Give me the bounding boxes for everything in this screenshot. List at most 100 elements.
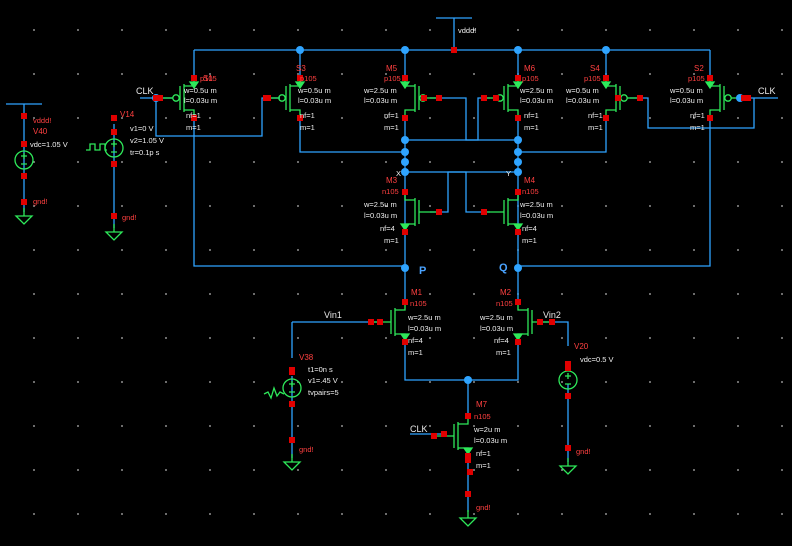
device-name-s1: S1 [203,74,213,83]
m5-model: p105 [384,74,401,83]
pin-12 [493,95,499,101]
m6-nf: nf=1 [524,111,539,120]
m5-l: l=0.03u m [364,96,397,105]
m1-w: w=2.5u m [407,313,441,322]
junction-dot-6 [401,148,409,156]
s2-m: m=1 [690,123,705,132]
m2-m: m=1 [496,348,511,357]
pin-9 [153,95,159,101]
junction-dot-13 [514,264,522,272]
s3-model: p105 [300,74,317,83]
pin-11 [421,95,427,101]
m2-nf: nf=4 [494,336,509,345]
m4-nf: nf=4 [522,224,537,233]
net-label-q: Q [499,262,508,274]
m3-source-pin [402,229,408,235]
v14-gnd-label: gnd! [122,213,137,222]
m5-m: m=1 [384,123,399,132]
pin-14 [745,95,751,101]
net-label-vdd: vddd! [458,26,476,35]
pin-19 [441,431,447,437]
pin-0 [451,47,457,53]
m6-gate-cross-wire [405,97,490,141]
v40-ground-icon [14,208,34,225]
pwl-waveform-icon [263,385,285,400]
net-label-clk-tail: CLK [410,424,428,434]
s2-w: w=0.5u m [669,86,703,95]
m7-source-pin [465,453,471,459]
v40-symbol [14,150,34,170]
m6-w: w=2.5u m [519,86,553,95]
v20-vdc: vdc=0.5 V [580,355,614,364]
pin-16 [465,491,471,497]
v40-vdd-label: vddd! [33,116,51,125]
m2-model: n105 [496,299,513,308]
s3-w: w=0.5u m [297,86,331,95]
m6-symbol [486,78,524,118]
s4-drain-pin [603,115,609,121]
ground-symbols [14,208,578,527]
pin-17 [377,319,383,325]
m3-nf: nf=4 [380,224,395,233]
v38-tvpairs: tvpairs=5 [308,388,339,397]
s2-symbol [704,78,742,118]
m6-gate-pin [481,95,487,101]
devices [14,78,742,456]
m7-model: n105 [474,412,491,421]
pin-8 [565,445,571,451]
pin-10 [265,95,271,101]
pin-20 [467,469,473,475]
v20-ground-icon [558,458,578,475]
s3-nf: nf=1 [300,111,315,120]
s4-nf: nf=1 [588,111,603,120]
device-name-v38: V38 [299,353,314,362]
s4-gate-pin [637,95,643,101]
m4-model: n105 [522,187,539,196]
m4-m: m=1 [522,236,537,245]
net-label-p: P [419,265,426,277]
s3-drain-x-wire [299,118,405,153]
s4-w: w=0.5u m [565,86,599,95]
m1-drain-pin [402,299,408,305]
junction-dot-0 [296,46,304,54]
net-label-x: X [396,169,401,178]
m2-gate-pin [549,319,555,325]
tail-node-wire [404,340,519,381]
s3-source-pin [297,75,303,81]
v14-ground-icon [104,224,124,241]
m7-drain-pin [465,413,471,419]
m5-gate-pin [436,95,442,101]
s4-source-pin [603,75,609,81]
v14-minus-pin [111,161,117,167]
device-name-m3: M3 [386,176,398,185]
v20-gnd-label: gnd! [576,447,591,456]
m4-w: w=2.5u m [519,200,553,209]
pulse-waveform-icon [86,143,107,151]
junction-dot-10 [401,168,409,176]
m4-source-pin [515,229,521,235]
device-name-m1: M1 [411,288,423,297]
s2-gate-pin [741,95,747,101]
s1-l: l=0.03u m [184,96,217,105]
device-name-v40: V40 [33,127,48,136]
junction-dot-12 [401,264,409,272]
m2-symbol [512,302,550,342]
s1-m: m=1 [186,123,201,132]
m6-m: m=1 [524,123,539,132]
m3-gate-wire [430,171,518,213]
v20-minus-pin [565,393,571,399]
junction-dot-14 [464,376,472,384]
v14-v2: v2=1.05 V [130,136,164,145]
junction-dot-11 [514,168,522,176]
s1-model: p105 [200,74,217,83]
m4-gate-pin [481,209,487,215]
junction-dot-7 [514,148,522,156]
device-name-s4: S4 [590,64,600,73]
v38-gnd-label: gnd! [299,445,314,454]
v38-t1: t1=0n s [308,365,333,374]
m1-nf: nf=4 [408,336,423,345]
junction-dot-9 [514,158,522,166]
m1-gate-pin [368,319,374,325]
m3-drain-pin [402,189,408,195]
